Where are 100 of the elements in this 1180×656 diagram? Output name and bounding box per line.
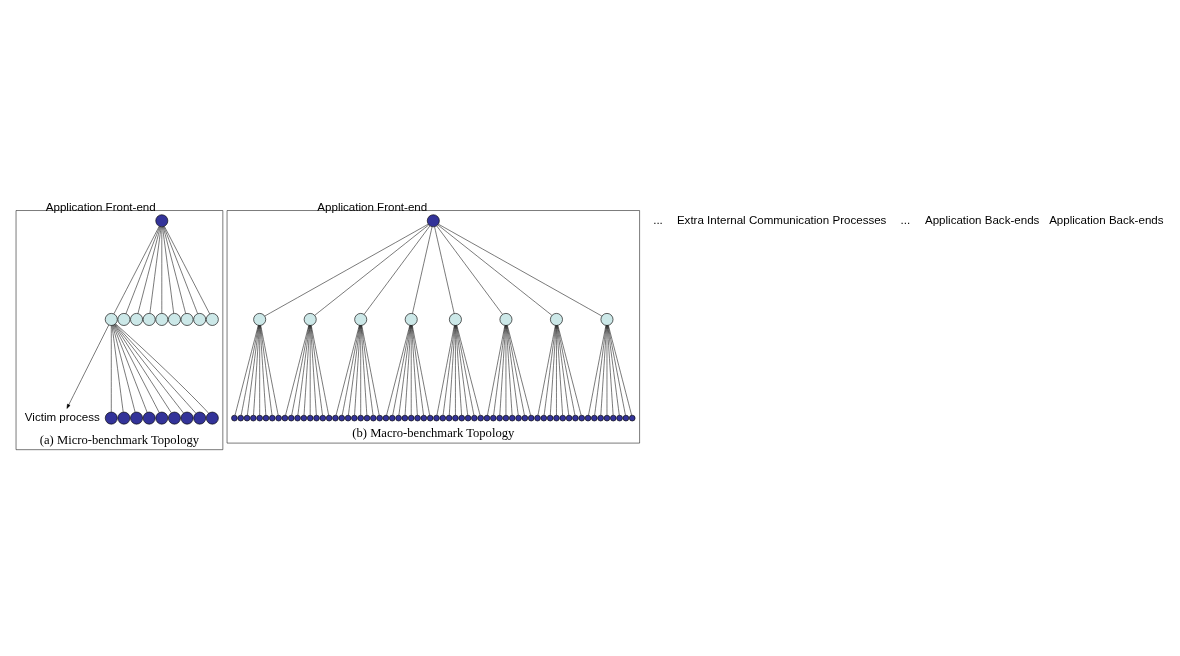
node-circle <box>591 414 598 422</box>
connector <box>506 325 519 416</box>
connector <box>111 325 124 413</box>
node-circle <box>553 414 560 422</box>
node-circle <box>449 313 462 326</box>
node-circle <box>458 414 465 422</box>
connector <box>505 325 507 416</box>
node-circle <box>433 414 440 422</box>
connector <box>314 224 430 316</box>
connector <box>259 325 267 416</box>
node-circle <box>325 414 333 422</box>
connector <box>543 325 556 416</box>
connector <box>600 325 607 416</box>
node-circle <box>389 414 396 422</box>
connector <box>361 325 380 416</box>
connector <box>606 325 608 416</box>
node-circle <box>168 411 181 425</box>
connector <box>398 325 411 416</box>
label: ... <box>653 213 663 226</box>
connector <box>259 325 260 416</box>
connector <box>607 325 614 416</box>
connector <box>588 325 607 416</box>
connector <box>161 226 163 314</box>
connector <box>556 325 563 416</box>
connector <box>506 325 525 416</box>
connector <box>164 226 210 315</box>
node-circle <box>253 313 267 326</box>
connector <box>291 325 310 416</box>
node-circle <box>464 414 472 422</box>
connector <box>386 325 411 416</box>
connector <box>557 325 582 416</box>
node-circle <box>521 414 529 422</box>
node-circle <box>351 414 358 422</box>
node-circle <box>408 414 415 422</box>
node-circle <box>534 414 541 422</box>
connector <box>487 325 506 416</box>
connector <box>111 325 112 413</box>
connector <box>507 325 531 416</box>
connector <box>310 325 317 416</box>
connector <box>456 325 475 416</box>
connector <box>607 325 620 416</box>
node-circle <box>303 313 317 326</box>
node-circle <box>376 414 383 422</box>
node-circle <box>193 411 207 425</box>
connector <box>607 325 626 416</box>
label: Application Back-ends <box>1049 213 1164 226</box>
connector <box>125 226 161 314</box>
connector <box>310 325 323 416</box>
node-circle <box>477 414 484 422</box>
connector <box>260 325 273 416</box>
node-circle <box>439 414 446 422</box>
node-text: Victim process <box>24 411 100 424</box>
node-circle <box>515 414 522 422</box>
node-circle <box>281 414 289 422</box>
connector <box>113 324 160 413</box>
node-circle <box>104 411 118 425</box>
node-circle <box>597 414 604 422</box>
connector <box>162 226 186 314</box>
label: Application Back-ends <box>924 213 1040 226</box>
connector <box>335 325 360 416</box>
connector <box>550 325 557 416</box>
node-circle <box>142 411 156 425</box>
node-circle <box>610 414 617 422</box>
connector <box>608 325 632 416</box>
node-circle <box>603 414 611 422</box>
connector <box>240 325 259 416</box>
node-circle <box>180 411 194 425</box>
connector <box>354 325 361 416</box>
node-circle <box>584 414 592 422</box>
label: Extra Internal Communication Processes <box>676 213 887 226</box>
node-circle <box>401 414 409 422</box>
node-circle <box>616 414 623 422</box>
connector <box>506 325 513 416</box>
connector <box>114 324 184 414</box>
node-circle <box>528 414 535 422</box>
connector <box>537 325 556 416</box>
node-circle <box>155 411 169 425</box>
node-circle <box>117 313 131 326</box>
node-circle <box>205 313 219 326</box>
node-circle <box>269 414 276 422</box>
node-circle <box>490 414 497 422</box>
connector <box>260 325 279 416</box>
connector <box>114 324 172 413</box>
connector <box>363 225 431 315</box>
node-circle <box>357 414 364 422</box>
node-circle <box>445 414 453 422</box>
node-circle <box>155 214 169 228</box>
node-circle <box>344 414 352 422</box>
node-circle <box>205 411 219 425</box>
node-circle <box>509 414 516 422</box>
connector <box>436 325 455 416</box>
connector <box>404 325 412 416</box>
node-circle <box>294 414 301 422</box>
node-circle <box>142 313 156 326</box>
node-circle <box>540 414 548 422</box>
connector <box>162 226 174 314</box>
node-circle <box>420 414 428 422</box>
connector <box>412 226 433 314</box>
arrow <box>66 324 109 409</box>
node-circle <box>338 414 345 422</box>
